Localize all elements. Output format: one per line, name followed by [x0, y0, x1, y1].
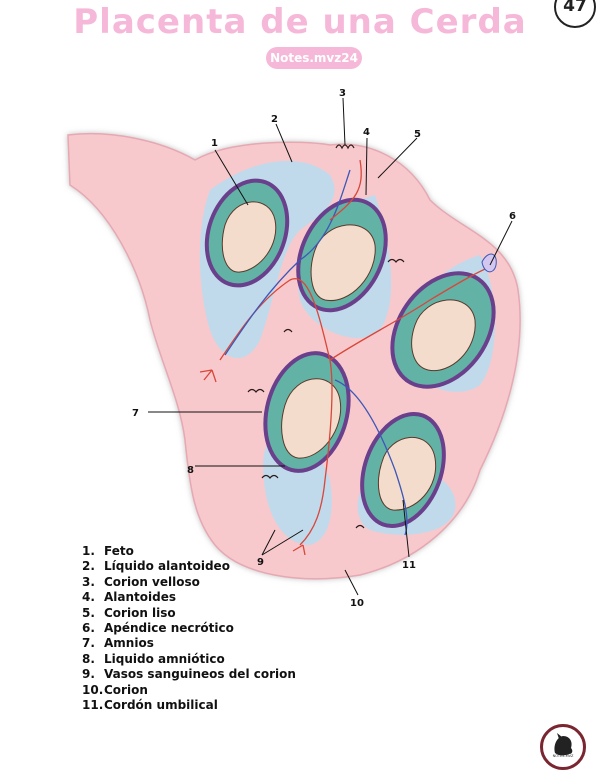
legend-item: 11.Cordón umbilical	[82, 697, 218, 712]
amniotic-sac-2	[296, 197, 388, 313]
legend-item: 10.Corion	[82, 682, 148, 697]
callout-10: 10	[350, 598, 364, 609]
chorion-blood-vessels	[199, 159, 496, 556]
legend-item: 4.Alantoides	[82, 590, 177, 605]
amniotic-sac-5	[360, 411, 446, 529]
callout-8: 8	[187, 465, 194, 476]
amniotic-sac-4	[263, 351, 351, 473]
legend-item: 5.Corion liso	[82, 605, 176, 620]
legend-list: 1.Feto 2.Líquido alantoideo 3.Corion vel…	[82, 544, 296, 713]
legend-item: 2.Líquido alantoideo	[82, 559, 230, 574]
callout-2: 2	[271, 114, 278, 125]
callout-9: 9	[257, 557, 264, 568]
fetus-4	[281, 378, 342, 459]
author-badge: Notes.mvz24	[266, 47, 362, 69]
legend-item: 8.Liquido amniótico	[82, 651, 225, 666]
callout-5: 5	[414, 129, 421, 140]
legend-item: 7.Amnios	[82, 636, 154, 651]
fetus-3	[411, 299, 476, 372]
callout-1: 1	[211, 138, 218, 149]
legend-item: 9.Vasos sanguineos del corion	[82, 667, 296, 682]
fetus-2	[310, 224, 376, 301]
pig-head-logo-icon: NOTES.MVZ	[540, 724, 586, 770]
amniotic-sac-3	[390, 271, 496, 389]
callout-7: 7	[132, 408, 139, 419]
legend-item: 3.Corion velloso	[82, 574, 200, 589]
amniotic-sac-1	[204, 178, 290, 288]
logo-text: NOTES.MVZ	[552, 754, 574, 758]
callout-6: 6	[509, 211, 516, 222]
legend-item: 6.Apéndice necrótico	[82, 620, 234, 635]
callout-4: 4	[363, 127, 370, 138]
callout-3: 3	[339, 88, 346, 99]
fetus-5	[377, 436, 437, 511]
necrotic-appendix	[481, 253, 497, 273]
fetus-1	[221, 201, 277, 273]
legend-item: 1.Feto	[82, 544, 134, 558]
callout-leader-lines	[148, 97, 513, 596]
sow-placenta-diagram: 1 2 3 4 5 6 7 8 9 10 11	[67, 88, 521, 609]
callout-11: 11	[402, 560, 416, 571]
page-title: Placenta de una Cerda	[73, 2, 527, 42]
chorion-villi	[247, 144, 405, 529]
